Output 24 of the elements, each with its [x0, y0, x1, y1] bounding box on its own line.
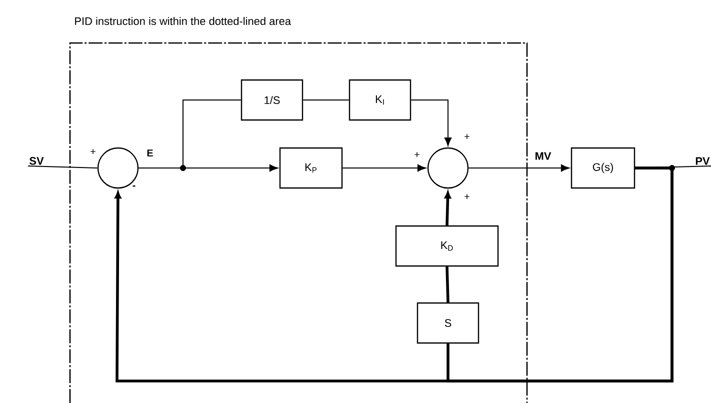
arrow: [444, 191, 451, 226]
sign-label: +: [464, 134, 470, 139]
summing-junction: [427, 147, 469, 189]
arrow: [138, 164, 278, 172]
block-box: K$_{I}$: [348, 79, 412, 121]
block-box: S: [416, 302, 480, 344]
sign-label: +: [414, 152, 420, 157]
sign-label: -: [132, 185, 136, 187]
sign-label: +: [464, 194, 470, 199]
arrow: [114, 166, 674, 382]
block-box: K$_{D}$: [395, 225, 499, 267]
summing-junction: [97, 147, 139, 189]
block-box: K$_{P}$: [279, 147, 343, 189]
arrow: [468, 164, 570, 172]
sign-label: +: [90, 149, 96, 154]
signal-label: PV: [696, 157, 710, 165]
block-box: 1/S: [240, 79, 304, 121]
caption-text: PID instruction is within the dotted-lined area: [75, 16, 291, 26]
arrow: [410, 100, 452, 146]
arrow: [342, 164, 426, 172]
edge-label: MV: [534, 151, 552, 161]
signal-label: SV: [30, 157, 44, 165]
block-box: G(s): [570, 147, 636, 189]
signal-label: E: [147, 150, 153, 156]
